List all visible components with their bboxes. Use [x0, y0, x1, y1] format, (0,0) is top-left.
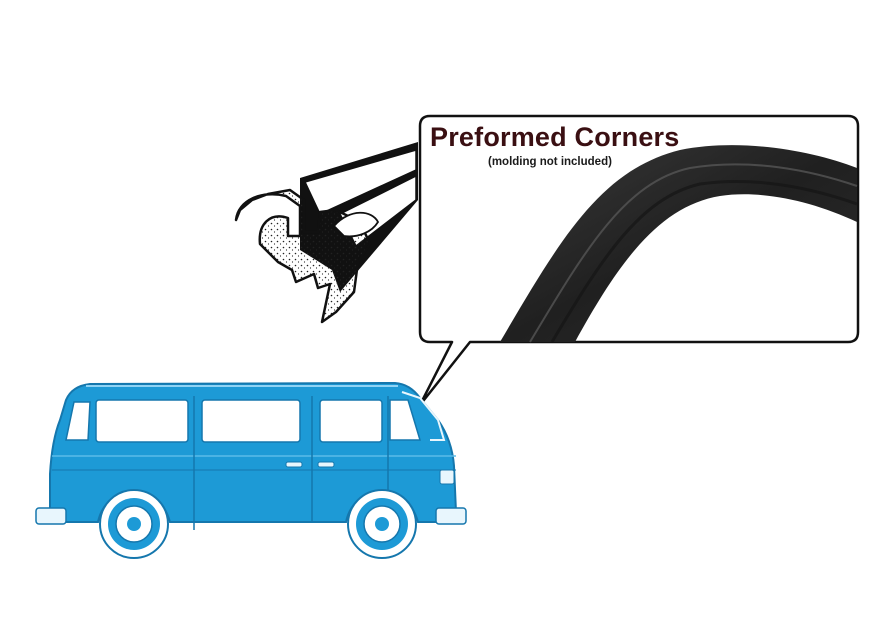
callout-title: Preformed Corners: [430, 122, 680, 152]
preformed-corner-seal: [500, 145, 858, 343]
rear-wheel: [99, 489, 169, 559]
seal-cross-section: [234, 142, 418, 324]
callout-subtitle: (molding not included): [488, 156, 612, 168]
van-illustration: [35, 381, 467, 559]
front-wheel: [347, 489, 417, 559]
